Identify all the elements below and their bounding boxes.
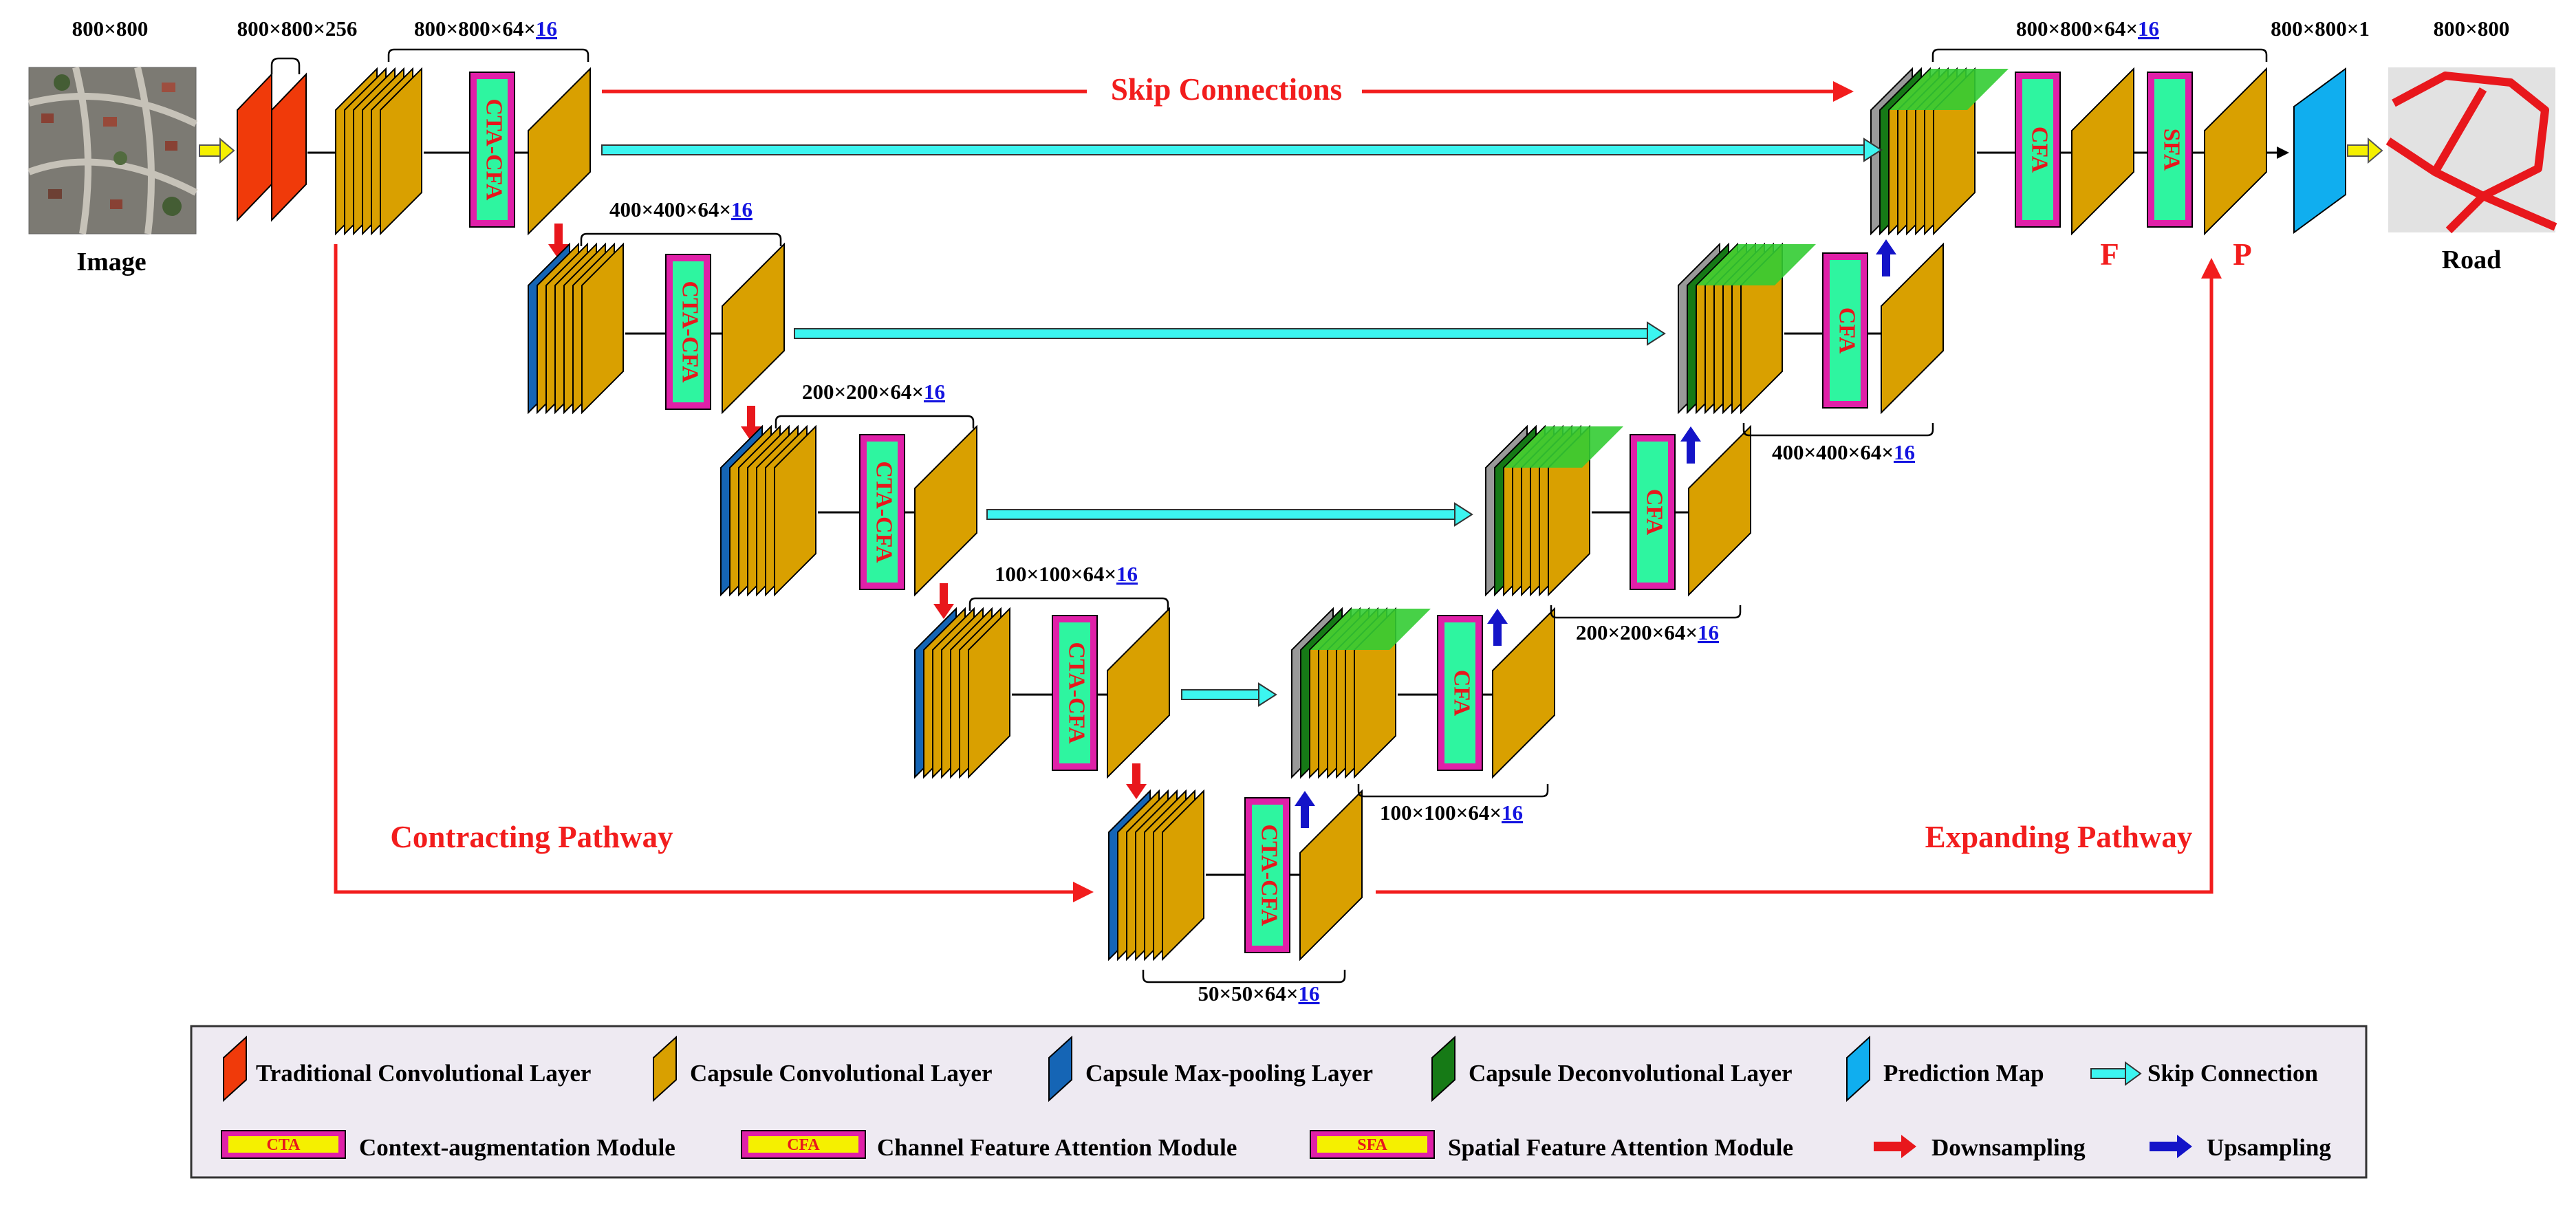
legend-cta-icon: CTA: [221, 1130, 346, 1159]
module-cta-cfa-2: CTA-CFA: [678, 281, 703, 383]
encoder-stage-3: CTA-CFA: [720, 424, 977, 597]
expanding-pathway-title: Expanding Pathway: [1925, 820, 2193, 854]
dims-enc4: 100×100×64×16: [995, 562, 1138, 586]
encoder-stage-2: CTA-CFA: [528, 242, 785, 415]
dims-dec2: 400×400×64×16: [1772, 440, 1915, 464]
legend-downsampling: Downsampling: [1931, 1134, 2086, 1161]
legend: Traditional Convolutional Layer Capsule …: [190, 1025, 2368, 1179]
arrow-yellow-input: [199, 137, 235, 164]
conv-size-label: 800×800×256: [237, 17, 358, 41]
decoder-stage-3: CFA: [1485, 424, 1751, 597]
legend-capsule-conv: Capsule Convolutional Layer: [690, 1060, 993, 1087]
module-cfa-d4: CFA: [1449, 670, 1475, 717]
legend-sfa-icon: SFA: [1310, 1130, 1435, 1159]
decoder-stage-2: CFA: [1678, 242, 1944, 415]
upsampling-arrow: [1876, 239, 1896, 276]
legend-capsule-maxpool: Capsule Max-pooling Layer: [1085, 1060, 1373, 1087]
legend-cfa-icon: CFA: [741, 1130, 866, 1159]
encoder-stage-4: CTA-CFA: [914, 607, 1170, 779]
downsampling-arrow: [1126, 763, 1147, 799]
upsampling-arrow: [1487, 609, 1508, 646]
skip-connections: [601, 138, 1883, 707]
traditional-conv-layer: [237, 72, 307, 222]
contracting-pathway-title: Contracting Pathway: [390, 820, 673, 854]
input-image: [28, 66, 198, 235]
dims-bottom: 50×50×64×16: [1198, 981, 1320, 1005]
dims-enc3: 200×200×64×16: [802, 380, 945, 404]
dims-enc2: 400×400×64×16: [609, 197, 753, 221]
legend-capsule-conv-icon: [653, 1035, 677, 1102]
downsampling-arrow: [933, 583, 954, 619]
legend-downsampling-icon: [1874, 1135, 1916, 1158]
module-cta-cfa-4: CTA-CFA: [1064, 642, 1090, 744]
downsampling-arrow: [548, 224, 569, 259]
decoder-stage-4: CFA: [1291, 607, 1555, 779]
module-cfa-d2: CFA: [1834, 307, 1860, 354]
module-cfa-d1: CFA: [2027, 127, 2053, 173]
prediction-size-label: 800×800×1: [2271, 17, 2370, 41]
legend-sfa-tag: SFA: [1357, 1136, 1387, 1154]
expanding-pathway-arrow: [1376, 258, 2222, 894]
legend-traditional-conv: Traditional Convolutional Layer: [256, 1060, 591, 1087]
dims-dec1: 800×800×64×16: [2016, 17, 2159, 41]
module-sfa: SFA: [2159, 129, 2185, 171]
encoder-stage-1: CTA-CFA: [335, 67, 591, 236]
module-cta-cfa-3: CTA-CFA: [872, 461, 897, 563]
legend-traditional-conv-icon: [223, 1035, 247, 1102]
output-road-map: [2385, 67, 2557, 234]
prediction-map: [2266, 67, 2346, 234]
module-cta-cfa-5: CTA-CFA: [1257, 825, 1282, 926]
legend-upsampling: Upsampling: [2207, 1134, 2331, 1161]
legend-sfa-label: Spatial Feature Attention Module: [1448, 1134, 1793, 1161]
legend-capsule-deconv: Capsule Deconvolutional Layer: [1469, 1060, 1793, 1087]
dims-dec3: 200×200×64×16: [1576, 620, 1719, 644]
module-cta-cfa-1: CTA-CFA: [481, 99, 507, 201]
dims-dec4: 100×100×64×16: [1380, 801, 1523, 825]
legend-cfa-label: Channel Feature Attention Module: [877, 1134, 1237, 1161]
legend-prediction-icon: [1846, 1035, 1870, 1102]
label-F: F: [2100, 237, 2119, 272]
output-caption: Road: [2442, 246, 2502, 274]
legend-cta-label: Context-augmentation Module: [359, 1134, 675, 1161]
legend-deconv-icon: [1431, 1035, 1455, 1102]
output-size-label: 800×800: [2434, 17, 2510, 41]
skip-connections-title: Skip Connections: [1111, 72, 1342, 107]
legend-cta-tag: CTA: [267, 1136, 301, 1154]
legend-maxpool-icon: [1048, 1035, 1072, 1102]
dims-enc1: 800×800×64×16: [414, 17, 557, 41]
downsampling-arrow: [741, 406, 761, 442]
arrow-yellow-output: [2347, 137, 2383, 164]
legend-prediction-map: Prediction Map: [1883, 1060, 2044, 1087]
legend-skip-icon: [2090, 1061, 2142, 1086]
legend-skip-connection: Skip Connection: [2147, 1060, 2318, 1087]
bottleneck-stage: CTA-CFA: [1108, 789, 1363, 961]
upsampling-arrow: [1295, 791, 1315, 828]
upsampling-arrow: [1680, 426, 1701, 464]
legend-upsampling-icon: [2150, 1135, 2192, 1158]
module-cfa-d3: CFA: [1642, 489, 1667, 536]
input-size-label: 800×800: [72, 17, 149, 41]
contracting-pathway-arrow: [334, 244, 1094, 902]
label-P: P: [2233, 237, 2252, 272]
legend-cfa-tag: CFA: [787, 1136, 820, 1154]
input-caption: Image: [76, 248, 146, 276]
decoder-stage-1: CFA SFA: [1870, 67, 2267, 236]
